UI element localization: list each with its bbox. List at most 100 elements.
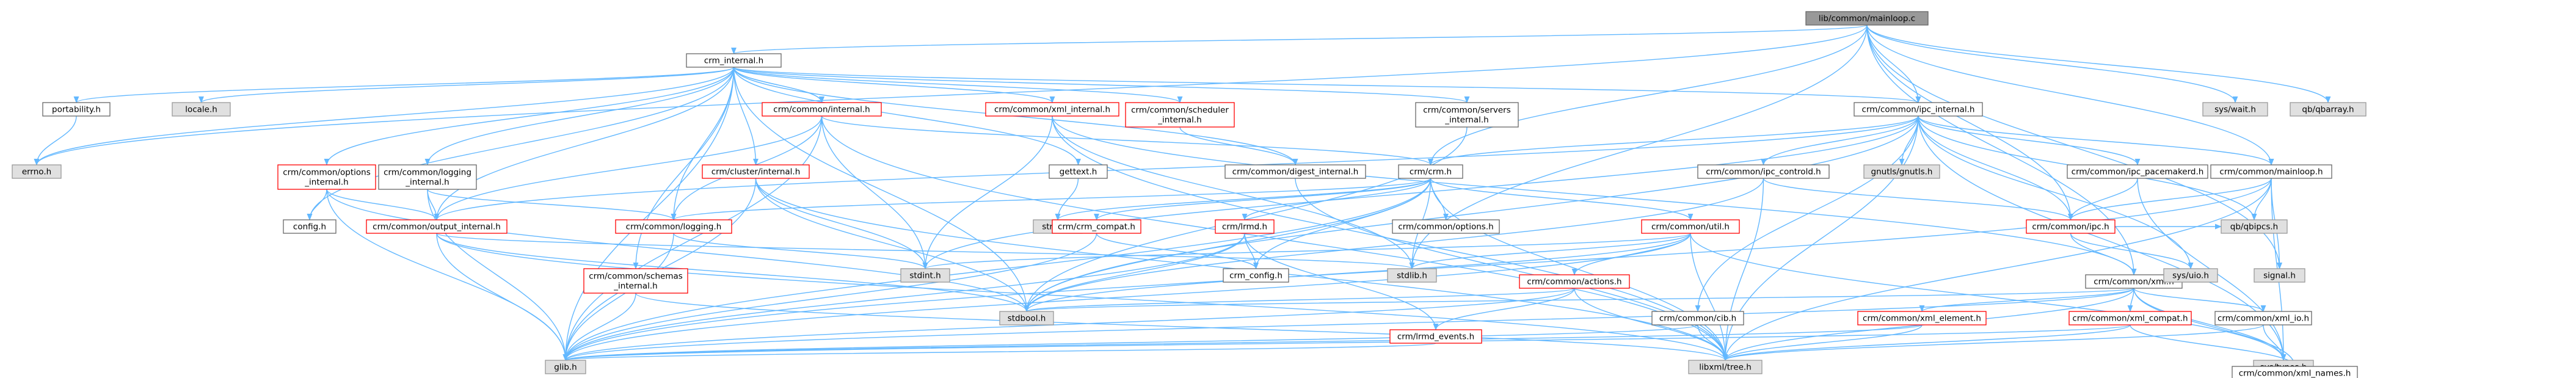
- edge-cluster_internal-to-stdbool: [755, 178, 1030, 313]
- edge-crm_internal-to-scheduler_internal: [733, 67, 1183, 104]
- edge-common_internal-to-libxml_tree: [821, 115, 1728, 362]
- node-common-logging[interactable]: crm/common/logging.h: [615, 219, 732, 234]
- edge-crm_internal-to-options_internal: [324, 67, 735, 166]
- node-common-options[interactable]: crm/common/options.h: [1392, 219, 1500, 234]
- node-qbipcs[interactable]: qb/qbipcs.h: [2221, 219, 2288, 234]
- node-crm-h[interactable]: crm/crm.h: [1398, 164, 1463, 179]
- node-options-internal[interactable]: crm/common/options_internal.h: [277, 164, 376, 190]
- edge-common_util-to-libxml_tree: [1690, 233, 1728, 362]
- node-glib[interactable]: glib.h: [545, 360, 586, 374]
- edge-crm_h-to-common_util: [1430, 178, 1694, 221]
- node-label: crm/common/mainloop.h: [2219, 167, 2323, 177]
- node-common-internal[interactable]: crm/common/internal.h: [762, 102, 882, 117]
- edge-common_xml-to-xml_io: [2133, 288, 2266, 313]
- node-ipc-pacemakerd[interactable]: crm/common/ipc_pacemakerd.h: [2067, 164, 2208, 179]
- node-ipc-internal[interactable]: crm/common/ipc_internal.h: [1854, 102, 1983, 117]
- node-label: crm/crm_compat.h: [1058, 222, 1135, 232]
- node-box: [2221, 219, 2288, 234]
- edge-common_xml-to-xml_names: [2133, 288, 2298, 368]
- node-common-ipc[interactable]: crm/common/ipc.h: [2026, 219, 2116, 234]
- node-box: [2290, 102, 2367, 117]
- node-label: crm/common/xml_io.h: [2218, 314, 2309, 324]
- node-xml-io[interactable]: crm/common/xml_io.h: [2214, 311, 2312, 325]
- node-label: crm/lrmd_events.h: [1397, 332, 1474, 342]
- node-xml-element[interactable]: crm/common/xml_element.h: [1857, 311, 1987, 325]
- edge-output_internal-to-stdlib: [436, 233, 1414, 270]
- node-xml-internal[interactable]: crm/common/xml_internal.h: [985, 102, 1119, 117]
- node-box: [2254, 268, 2305, 283]
- node-label: crm/common/options: [283, 168, 371, 178]
- edge-ipc_internal-to-sys_uio: [1918, 115, 2194, 270]
- node-common-util[interactable]: crm/common/util.h: [1641, 219, 1740, 234]
- node-root[interactable]: lib/common/mainloop.c: [1805, 11, 1929, 26]
- node-scheduler-internal[interactable]: crm/common/scheduler_internal.h: [1125, 102, 1235, 128]
- edge-common_cib-to-glib: [563, 324, 1698, 362]
- edge-schemas_internal-to-glib: [562, 293, 636, 362]
- node-digest-internal[interactable]: crm/common/digest_internal.h: [1224, 164, 1366, 179]
- node-errno[interactable]: errno.h: [12, 164, 62, 179]
- node-cluster-internal[interactable]: crm/cluster/internal.h: [702, 164, 810, 179]
- edge-options_internal-to-stdbool: [326, 189, 1030, 313]
- edge-common_xml-to-stdbool: [1024, 288, 2134, 313]
- node-common-cib[interactable]: crm/common/cib.h: [1651, 311, 1744, 325]
- node-label: stdint.h: [909, 271, 941, 281]
- edge-portability-to-errno: [34, 115, 77, 166]
- node-crm-internal[interactable]: crm_internal.h: [686, 53, 782, 68]
- node-libxml-tree[interactable]: libxml/tree.h: [1688, 360, 1763, 374]
- node-xml-compat[interactable]: crm/common/xml_compat.h: [2068, 311, 2192, 325]
- edge-root-to-ipc_internal: [1866, 24, 1921, 104]
- node-label: libxml/tree.h: [1699, 363, 1752, 373]
- node-crm-config[interactable]: crm_config.h: [1223, 268, 1289, 283]
- node-output-internal[interactable]: crm/common/output_internal.h: [366, 219, 508, 234]
- node-box: [1052, 219, 1141, 234]
- node-stdlib[interactable]: stdlib.h: [1387, 268, 1437, 283]
- edge-crm_internal-to-errno: [34, 67, 735, 166]
- node-label: gnutls/gnutls.h: [1871, 167, 1933, 177]
- node-sys-uio[interactable]: sys/uio.h: [2163, 268, 2218, 283]
- node-ipc-controld[interactable]: crm/common/ipc_controld.h: [1697, 164, 1830, 179]
- node-lrmd-events[interactable]: crm/lrmd_events.h: [1389, 329, 1482, 344]
- edge-ipc_internal-to-common_ipc: [1918, 115, 2073, 221]
- node-box: [42, 102, 111, 117]
- node-label: stdbool.h: [1008, 314, 1046, 324]
- node-label: crm/common/ipc.h: [2032, 222, 2109, 232]
- node-box: [1125, 102, 1235, 128]
- node-label: portability.h: [52, 105, 101, 115]
- edge-root-to-crm_internal: [731, 24, 1868, 55]
- node-lrmd[interactable]: crm/lrmd.h: [1215, 219, 1275, 234]
- node-xml-names[interactable]: crm/common/xml_names.h: [2232, 366, 2358, 378]
- node-portability[interactable]: portability.h: [42, 102, 111, 117]
- node-box: [999, 311, 1054, 325]
- node-config[interactable]: config.h: [283, 219, 337, 234]
- node-common-mainloop[interactable]: crm/common/mainloop.h: [2210, 164, 2332, 179]
- node-label: crm_internal.h: [704, 56, 763, 66]
- edge-crm_h-to-crm_compat: [1094, 178, 1432, 221]
- edge-xml_compat-to-glib: [563, 324, 2131, 362]
- node-label: crm/common/cib.h: [1659, 314, 1736, 324]
- edge-lrmd-to-lrmd_events: [1244, 233, 1439, 331]
- edge-xml_io-to-libxml_tree: [1722, 324, 2264, 362]
- node-gnutls[interactable]: gnutls/gnutls.h: [1863, 164, 1940, 179]
- node-label: crm/common/ipc_controld.h: [1706, 167, 1821, 177]
- node-box: [1387, 268, 1437, 283]
- node-locale[interactable]: locale.h: [172, 102, 231, 117]
- node-box: [583, 268, 688, 294]
- node-servers-internal[interactable]: crm/common/servers_internal.h: [1415, 102, 1519, 128]
- node-schemas-internal[interactable]: crm/common/schemas_internal.h: [583, 268, 688, 294]
- node-gettext[interactable]: gettext.h: [1049, 164, 1108, 179]
- node-stdint[interactable]: stdint.h: [900, 268, 950, 283]
- edge-common_actions-to-lrmd_events: [1433, 288, 1575, 331]
- node-crm-compat[interactable]: crm/crm_compat.h: [1052, 219, 1141, 234]
- edge-common_util-to-stdint: [923, 233, 1691, 270]
- node-sys-wait[interactable]: sys/wait.h: [2202, 102, 2268, 117]
- node-common-actions[interactable]: crm/common/actions.h: [1519, 274, 1630, 289]
- node-box: [1398, 164, 1463, 179]
- edge-scheduler_internal-to-digest_internal: [1179, 126, 1298, 166]
- node-label: crm/common/internal.h: [773, 105, 870, 115]
- node-stdbool[interactable]: stdbool.h: [999, 311, 1054, 325]
- node-logging-internal[interactable]: crm/common/logging_internal.h: [378, 164, 477, 190]
- edge-ipc_internal-to-ipc_controld: [1761, 115, 1919, 166]
- node-signal-h[interactable]: signal.h: [2254, 268, 2305, 283]
- node-qbarray[interactable]: qb/qbarray.h: [2290, 102, 2367, 117]
- edge-crm_h-to-lrmd: [1242, 178, 1432, 221]
